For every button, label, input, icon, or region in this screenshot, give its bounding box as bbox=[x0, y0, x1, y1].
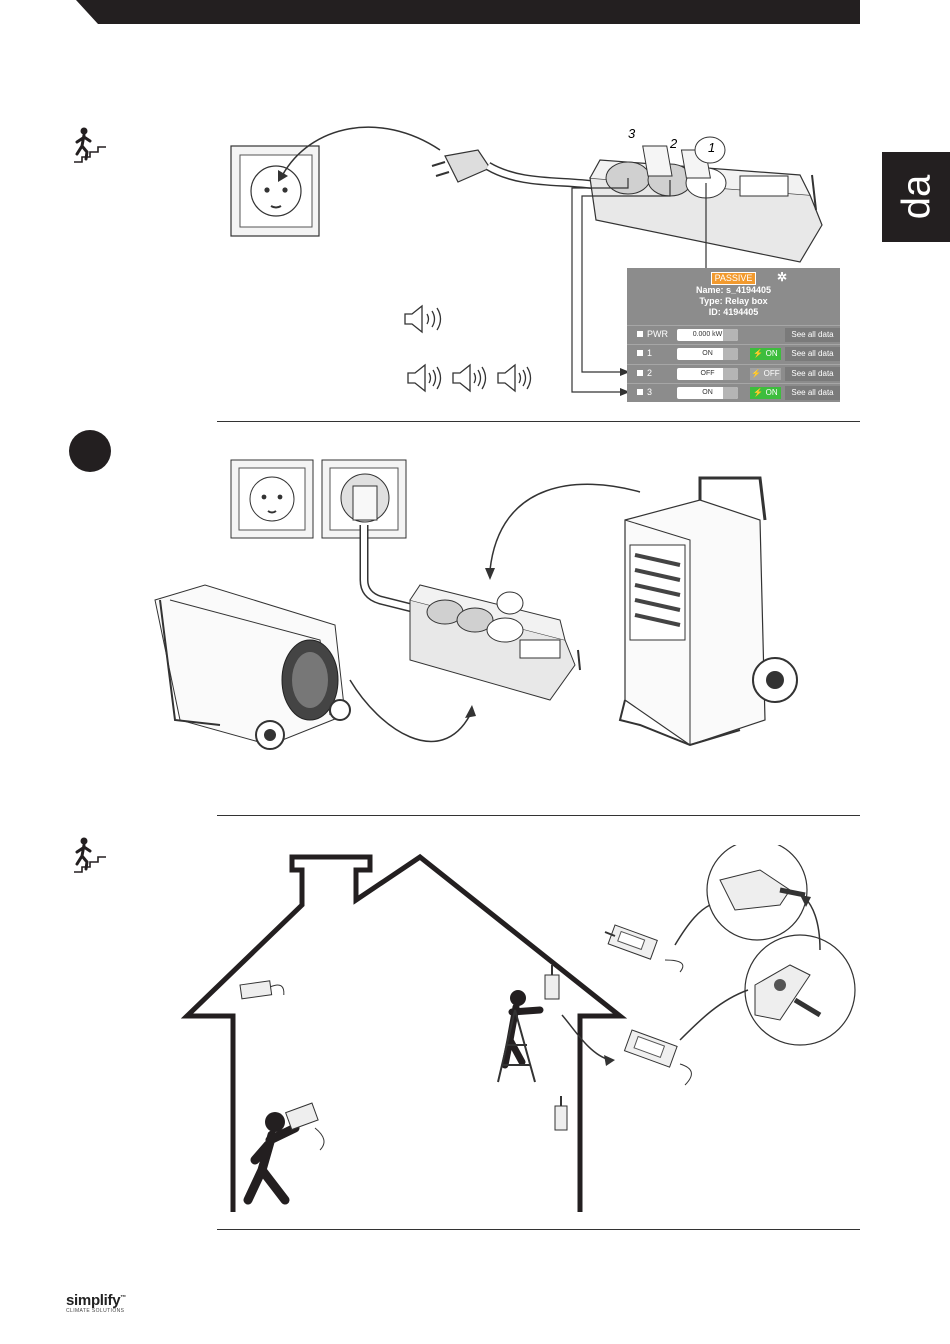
speaker-triple-beep-icon bbox=[405, 362, 540, 394]
row-label: 1 bbox=[647, 348, 652, 358]
relay-box-dashboard: PASSIVE ✲ Name: s_4194405 Type: Relay bo… bbox=[627, 268, 840, 402]
row-value-toggle[interactable] bbox=[723, 368, 738, 380]
status-badge: PASSIVE bbox=[711, 272, 757, 285]
socket-label-2: 2 bbox=[669, 136, 678, 151]
see-all-data-button[interactable]: See all data bbox=[785, 347, 840, 361]
status-text: OFF bbox=[764, 369, 780, 378]
language-tab: da bbox=[882, 152, 950, 242]
speaker-single-beep-icon bbox=[402, 303, 448, 335]
brand-name: simplify bbox=[66, 1292, 120, 1309]
status-text: ON bbox=[766, 388, 778, 397]
see-all-data-button[interactable]: See all data bbox=[785, 328, 840, 342]
socket-label-1: 1 bbox=[708, 140, 715, 155]
dashboard-header: PASSIVE ✲ Name: s_4194405 Type: Relay bo… bbox=[627, 268, 840, 324]
brand-logo: simplify™ CLIMATE SOLUTIONS bbox=[66, 1292, 126, 1314]
row-status-on: ⚡ ON bbox=[750, 348, 781, 360]
house-sensor-placement-illustration bbox=[180, 845, 860, 1215]
see-all-data-button[interactable]: See all data bbox=[785, 367, 840, 381]
row-checkbox[interactable] bbox=[637, 389, 643, 395]
row-status-off: ⚡ OFF bbox=[750, 368, 781, 380]
row-status-on: ⚡ ON bbox=[750, 387, 781, 399]
stairs-walking-icon bbox=[72, 126, 112, 166]
dashboard-row-2: 2 OFF ⚡ OFF See all data bbox=[627, 364, 840, 383]
dashboard-row-1: 1 ON ⚡ ON See all data bbox=[627, 344, 840, 363]
row-label: 2 bbox=[647, 368, 652, 378]
dashboard-row-3: 3 ON ⚡ ON See all data bbox=[627, 383, 840, 402]
brand-tagline: CLIMATE SOLUTIONS bbox=[66, 1308, 126, 1314]
section-divider bbox=[217, 421, 860, 422]
row-value-toggle[interactable] bbox=[723, 348, 738, 360]
row-label: PWR bbox=[647, 329, 668, 339]
status-text: ON bbox=[766, 349, 778, 358]
language-label: da bbox=[896, 175, 936, 220]
device-name: Name: s_4194405 bbox=[627, 285, 840, 296]
section-divider bbox=[217, 1229, 860, 1230]
row-checkbox[interactable] bbox=[637, 331, 643, 337]
heater-dehumidifier-illustration bbox=[145, 455, 805, 755]
black-circle-icon bbox=[69, 430, 111, 472]
gear-icon[interactable]: ✲ bbox=[777, 272, 787, 283]
device-type: Type: Relay box bbox=[627, 296, 840, 307]
stairs-walking-icon bbox=[72, 836, 112, 876]
socket-label-3: 3 bbox=[628, 126, 636, 141]
header-bar bbox=[0, 0, 950, 30]
dashboard-row-pwr: PWR 0.000 kW See all data bbox=[627, 325, 840, 344]
row-label: 3 bbox=[647, 387, 652, 397]
trademark: ™ bbox=[120, 1295, 126, 1301]
row-value-toggle[interactable] bbox=[723, 387, 738, 399]
row-checkbox[interactable] bbox=[637, 370, 643, 376]
see-all-data-button[interactable]: See all data bbox=[785, 386, 840, 400]
row-checkbox[interactable] bbox=[637, 350, 643, 356]
section-divider bbox=[217, 815, 860, 816]
row-value-toggle[interactable] bbox=[723, 329, 738, 341]
device-id: ID: 4194405 bbox=[627, 307, 840, 318]
